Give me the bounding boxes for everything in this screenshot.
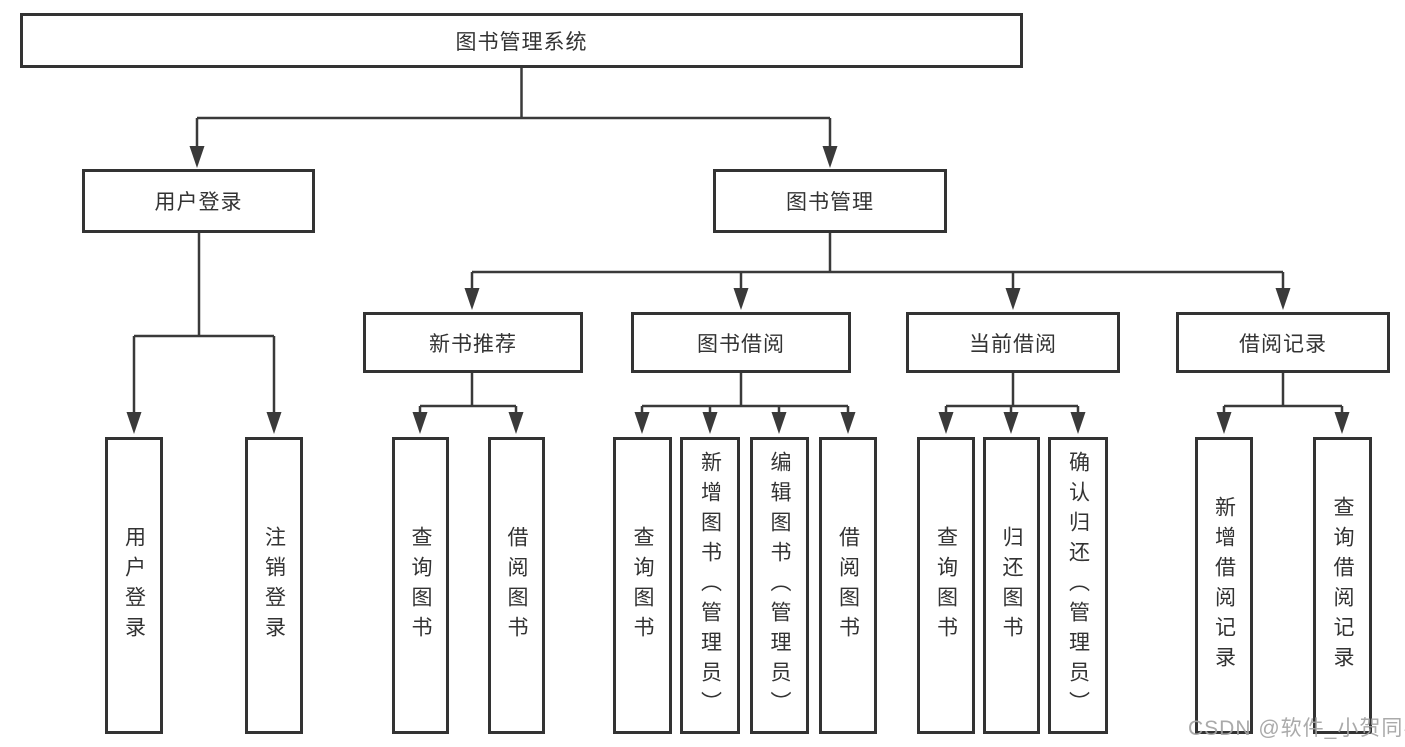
- arrowhead-icon: [126, 412, 142, 434]
- node-label: 当前借阅: [969, 332, 1057, 356]
- node-leaf-query-books-recommend: 查询图书: [392, 437, 449, 734]
- node-leaf-edit-books-admin: 编辑图书（管理员）: [750, 437, 809, 734]
- arrowhead-icon: [508, 412, 524, 434]
- node-leaf-add-borrow-record: 新增借阅记录: [1195, 437, 1253, 734]
- arrowhead-icon: [266, 412, 282, 434]
- node-label: 用户登录: [122, 525, 146, 646]
- node-label: 借阅图书: [505, 525, 528, 646]
- node-leaf-return-books: 归还图书: [983, 437, 1040, 734]
- node-label: 图书管理: [786, 191, 874, 214]
- arrowhead-icon: [840, 412, 856, 434]
- arrowhead-icon: [1070, 412, 1086, 434]
- node-leaf-logout: 注销登录: [245, 437, 303, 734]
- node-leaf-add-books-admin: 新增图书（管理员）: [680, 437, 740, 734]
- arrowhead-icon: [702, 412, 718, 434]
- arrowhead-icon: [733, 288, 749, 310]
- node-label: 借阅图书: [836, 525, 860, 646]
- node-label: 归还图书: [1000, 525, 1023, 646]
- node-leaf-query-books-current: 查询图书: [917, 437, 975, 734]
- node-label: 新增图书（管理员）: [698, 450, 722, 721]
- node-label: 图书借阅: [697, 332, 785, 356]
- node-label: 查询图书: [409, 525, 432, 646]
- arrowhead-icon: [1275, 288, 1291, 310]
- node-label: 图书管理系统: [455, 30, 588, 54]
- node-leaf-borrow-books-recommend: 借阅图书: [488, 437, 545, 734]
- node-leaf-query-books-borrow: 查询图书: [613, 437, 672, 734]
- node-label: 新书推荐: [429, 332, 517, 356]
- node-current-borrowing: 当前借阅: [906, 312, 1120, 373]
- node-label: 查询图书: [934, 525, 958, 646]
- arrowhead-icon: [822, 146, 838, 168]
- arrowhead-icon: [1216, 412, 1232, 434]
- node-leaf-confirm-return-admin: 确认归还（管理员）: [1048, 437, 1108, 734]
- node-label: 注销登录: [262, 525, 286, 646]
- node-label: 查询借阅记录: [1331, 495, 1354, 676]
- node-library-management-system: 图书管理系统: [20, 13, 1023, 68]
- arrowhead-icon: [189, 146, 205, 168]
- node-label: 编辑图书（管理员）: [768, 450, 791, 721]
- node-label: 用户登录: [154, 191, 243, 214]
- node-leaf-user-login: 用户登录: [105, 437, 163, 734]
- node-leaf-borrow-books: 借阅图书: [819, 437, 877, 734]
- arrowhead-icon: [771, 412, 787, 434]
- node-book-management: 图书管理: [713, 169, 947, 233]
- arrowhead-icon: [634, 412, 650, 434]
- arrowhead-icon: [1334, 412, 1350, 434]
- node-book-borrowing: 图书借阅: [631, 312, 851, 373]
- node-user-login: 用户登录: [82, 169, 315, 233]
- node-label: 借阅记录: [1239, 332, 1327, 356]
- arrowhead-icon: [1005, 288, 1021, 310]
- arrowhead-icon: [412, 412, 428, 434]
- node-label: 确认归还（管理员）: [1066, 450, 1090, 721]
- arrowhead-icon: [1003, 412, 1019, 434]
- node-label: 新增借阅记录: [1212, 495, 1236, 676]
- arrowhead-icon: [938, 412, 954, 434]
- csdn-watermark: CSDN @软件_小贺同学: [1188, 717, 1405, 740]
- node-label: 查询图书: [631, 525, 654, 646]
- node-new-book-recommendation: 新书推荐: [363, 312, 583, 373]
- node-borrowing-records: 借阅记录: [1176, 312, 1390, 373]
- arrowhead-icon: [464, 288, 480, 310]
- node-leaf-query-borrow-record: 查询借阅记录: [1313, 437, 1372, 734]
